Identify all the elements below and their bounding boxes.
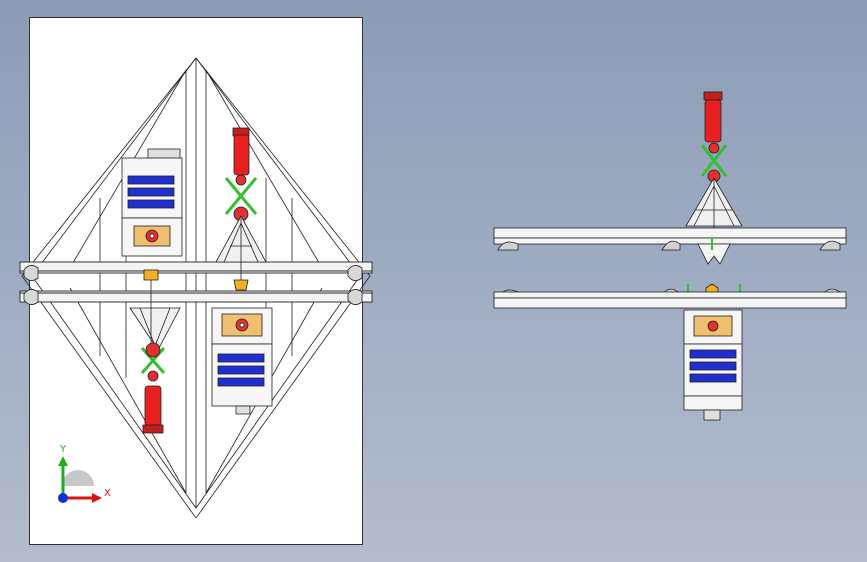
beam-end-left-lower [23, 289, 39, 305]
beam-end-right-lower [347, 289, 363, 305]
diamond-frame-outer [21, 57, 371, 519]
x-axis-label: X [104, 488, 111, 499]
beam-end-left-upper [23, 265, 39, 281]
z-axis-dot [58, 493, 68, 503]
cylinder-red [144, 385, 162, 427]
cross-beam-upper [19, 261, 373, 274]
beam-end-right-upper [347, 265, 363, 281]
gripper-right [215, 127, 267, 291]
motor-unit-left [121, 148, 183, 257]
bracket-yellow [143, 269, 159, 281]
front-beam-upper [493, 227, 847, 239]
front-beam-lower [493, 297, 847, 309]
coil-blue [127, 175, 175, 185]
gripper-left [129, 269, 181, 434]
axis-triad: Y X [58, 444, 111, 503]
drawing-sheet: Y X [19, 17, 373, 546]
cross-beam-lower [19, 290, 373, 303]
motor-unit-right [211, 307, 273, 415]
y-axis-label: Y [59, 444, 67, 455]
front-view-assembly[interactable] [490, 90, 850, 430]
top-view-assembly[interactable]: Y X [19, 18, 373, 546]
cylinder-red-front [704, 99, 722, 143]
